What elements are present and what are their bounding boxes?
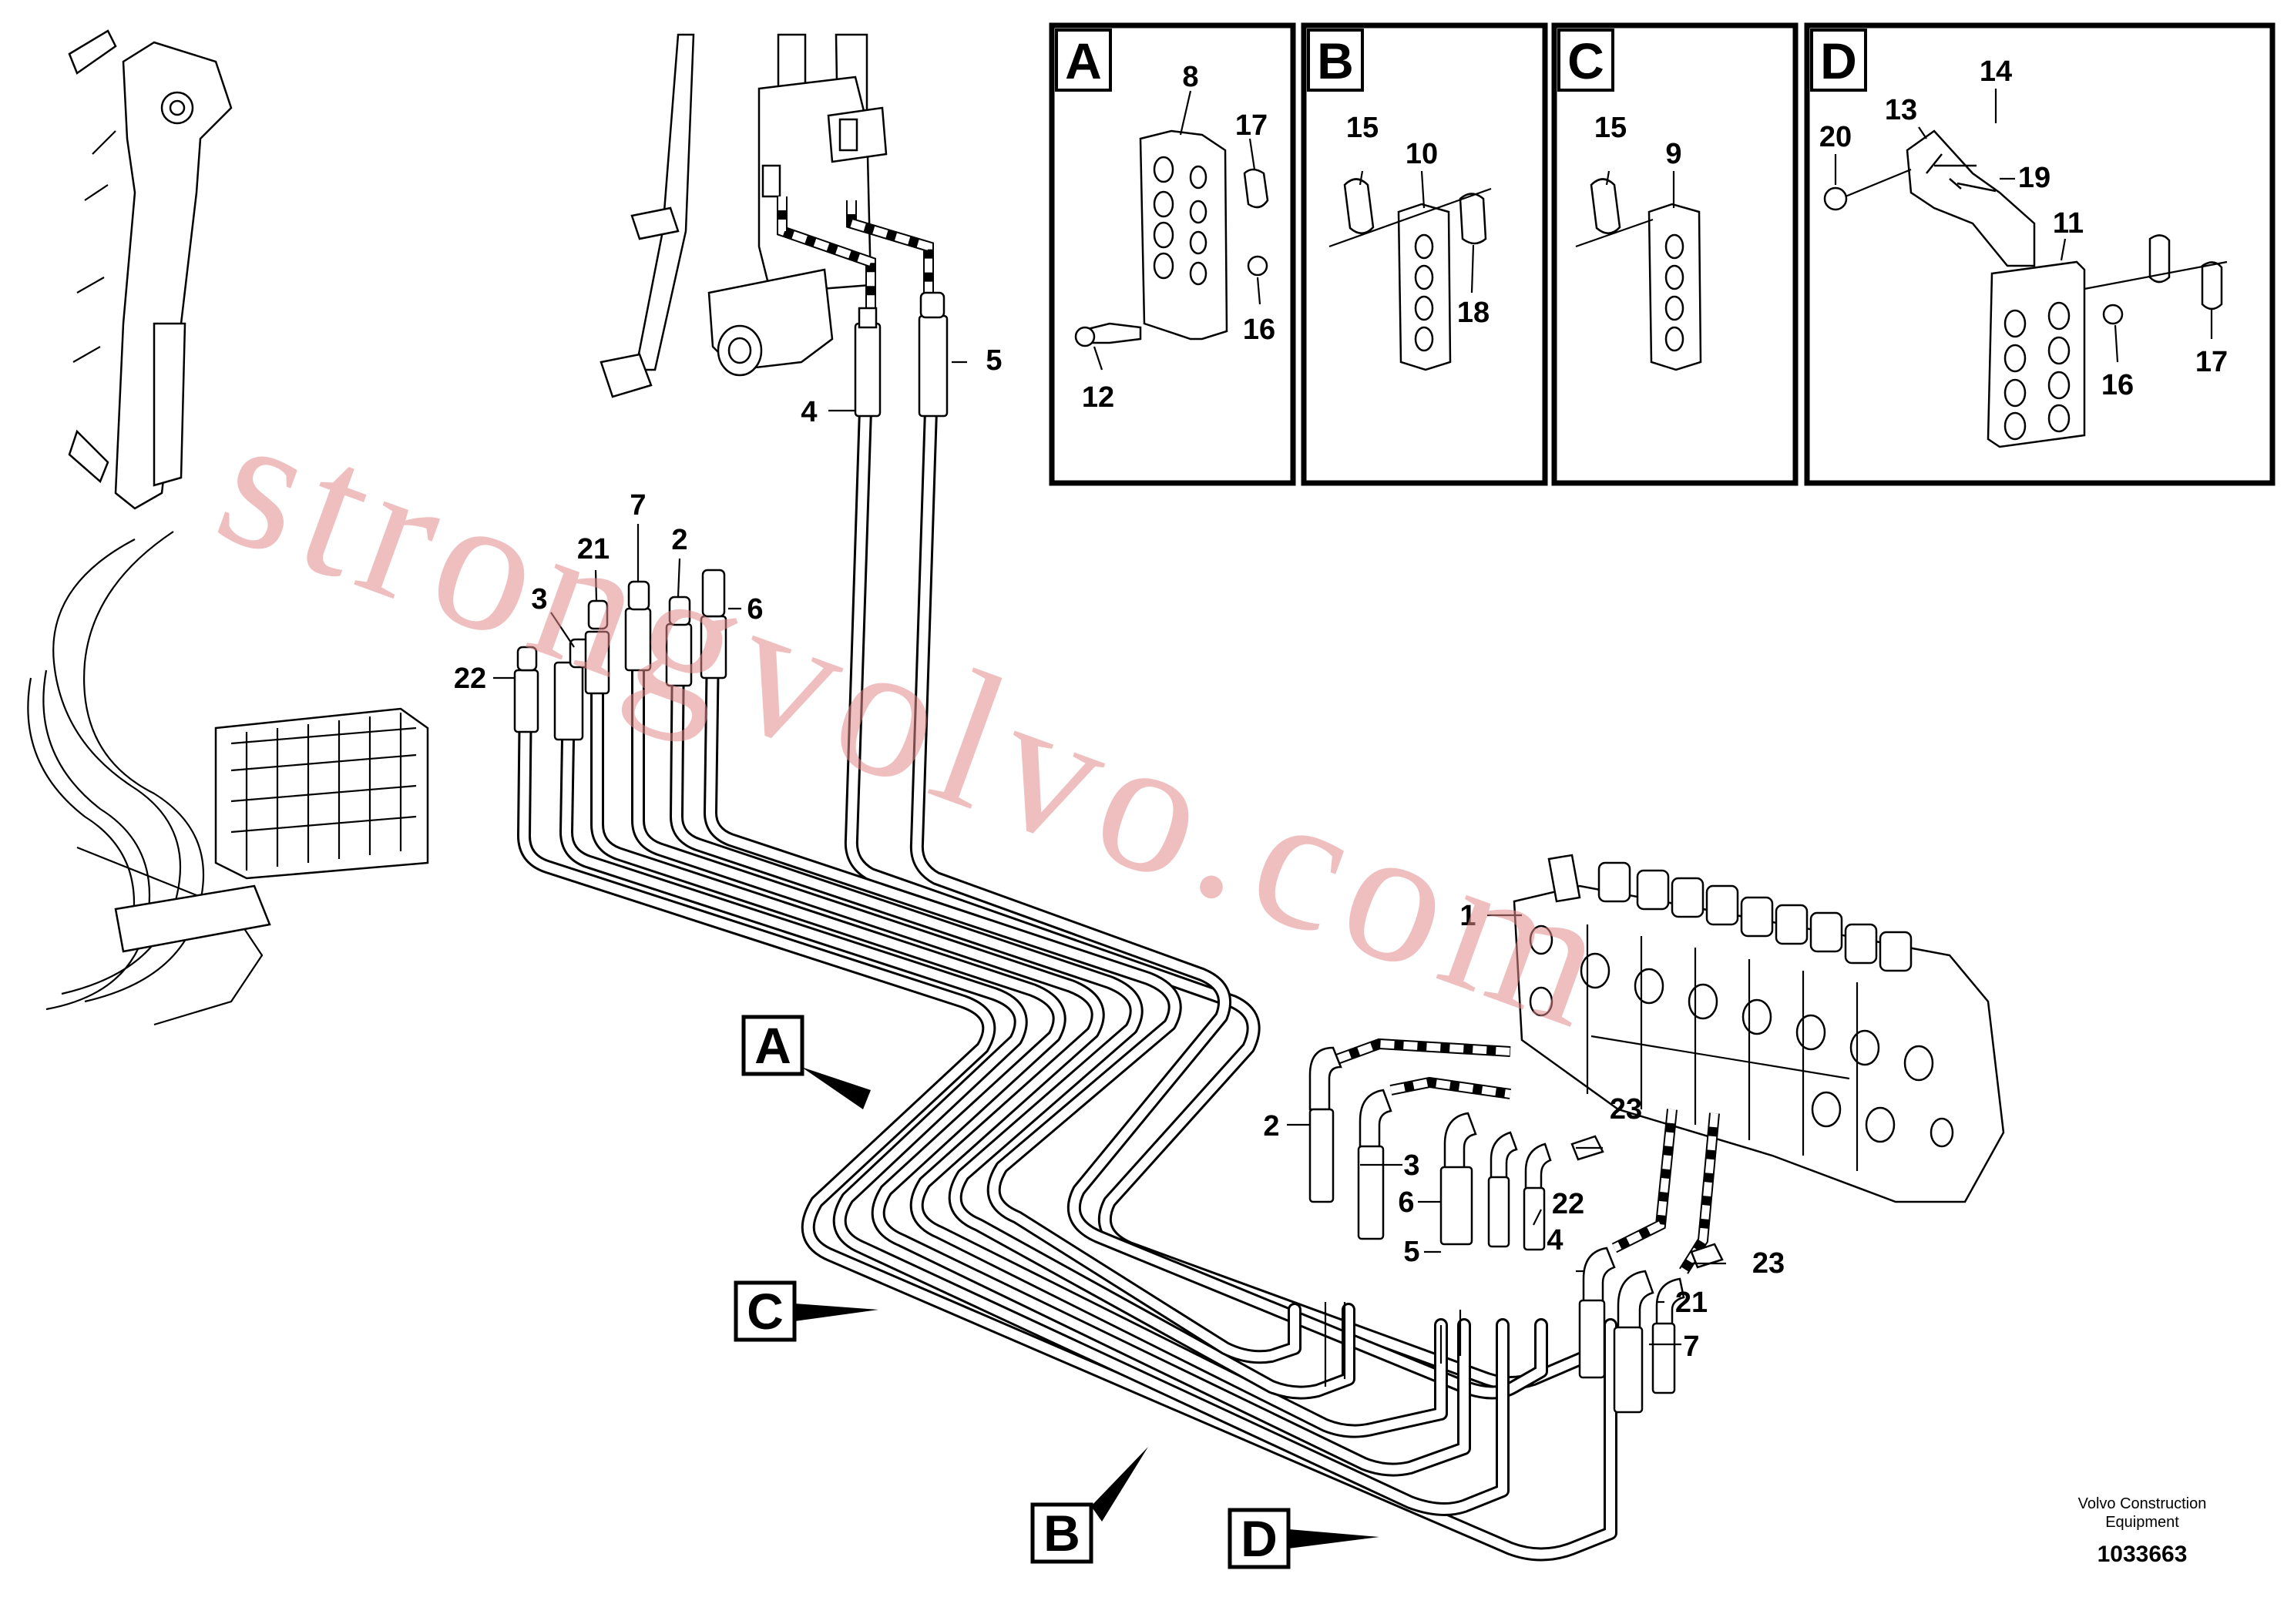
callout-2-top: 2 [671, 524, 687, 556]
panel-d-nut-20 [1823, 186, 1848, 211]
panel-b-letter: B [1317, 32, 1354, 89]
callout-6-top: 6 [747, 593, 763, 626]
panel-d-callout-16: 16 [2101, 369, 2134, 401]
callout-5-top: 5 [986, 344, 1002, 377]
panel-d-letter: D [1820, 32, 1857, 89]
top-cylinder-assembly [600, 33, 888, 398]
panel-a-callout-16: 16 [1243, 314, 1275, 346]
valve-dashed-lines [1335, 1038, 1720, 1274]
panel-b-clip-left [1343, 178, 1375, 234]
panel-b-callout-15: 15 [1346, 112, 1379, 144]
callout-5-valve: 5 [1403, 1236, 1419, 1268]
detail-panel-c: C 15 9 [1551, 22, 1799, 486]
panel-d-clip-a [2148, 234, 2171, 284]
callout-22-valve: 22 [1552, 1188, 1584, 1220]
panel-a-callout-8: 8 [1182, 61, 1198, 93]
footer-brand: Volvo Construction Equipment 1033663 [2078, 1495, 2207, 1567]
callout-numbers: 4 5 7 21 2 3 6 22 1 2 3 23 6 22 5 4 21 2… [454, 344, 1785, 1363]
panel-a-letter: A [1065, 32, 1102, 89]
callout-6-valve: 6 [1398, 1186, 1414, 1219]
callout-4-top: 4 [801, 396, 817, 428]
callout-leaders [493, 361, 1726, 1346]
callout-22-top: 22 [454, 663, 486, 695]
panel-d-callout-20: 20 [1819, 121, 1852, 153]
panel-a-clip [1243, 168, 1269, 209]
view-flag-a: A [741, 1015, 871, 1109]
panel-d-bolt-14 [1926, 153, 1977, 174]
footer-brand-line2: Equipment [2105, 1514, 2179, 1531]
panel-d-callout-17: 17 [2195, 346, 2228, 378]
panel-c-callout-15: 15 [1594, 112, 1627, 144]
detail-panel-b: B 15 10 18 [1301, 22, 1548, 486]
callout-2-valve: 2 [1263, 1110, 1279, 1143]
panel-c-clip [1590, 178, 1621, 234]
valve-fittings [1308, 1046, 1724, 1414]
panel-c-callout-9: 9 [1665, 138, 1681, 170]
panel-d-block [1987, 260, 2086, 448]
callout-3-valve: 3 [1403, 1149, 1419, 1182]
callout-7-top: 7 [630, 489, 646, 522]
callout-21-valve: 21 [1675, 1287, 1708, 1319]
panel-b-clip-right [1459, 193, 1487, 245]
callout-3-top: 3 [531, 583, 547, 616]
hose-bundle [517, 355, 1617, 1562]
top-hose-fittings [513, 291, 949, 741]
callout-23-b: 23 [1752, 1247, 1785, 1280]
view-flag-c-letter: C [747, 1283, 784, 1340]
panel-d-callout-11: 11 [2053, 207, 2084, 240]
panel-a-callout-17: 17 [1235, 109, 1268, 142]
panel-a-washer [1247, 255, 1268, 277]
footer-brand-line1: Volvo Construction [2078, 1495, 2207, 1512]
detail-panel-a: A 8 17 16 12 [1049, 22, 1296, 486]
view-flag-d-letter: D [1241, 1510, 1278, 1567]
view-flag-d: D [1228, 1508, 1379, 1569]
panel-d-callout-14: 14 [1980, 55, 2012, 88]
panel-a-block [1074, 129, 1228, 347]
callout-7-valve: 7 [1683, 1330, 1699, 1363]
panel-d-bolt-19 [1949, 178, 1997, 193]
panel-d-callout-13: 13 [1885, 94, 1917, 126]
panel-c-letter: C [1567, 32, 1604, 89]
view-flag-b-letter: B [1043, 1505, 1080, 1562]
left-boom-assembly [27, 29, 429, 1026]
view-flag-a-letter: A [754, 1017, 791, 1074]
footer-part-number: 1033663 [2098, 1542, 2188, 1567]
top-dashed-lines [777, 196, 934, 316]
panel-b-callout-18: 18 [1457, 297, 1490, 329]
panel-b-callout-10: 10 [1406, 138, 1438, 170]
callout-1: 1 [1459, 900, 1476, 932]
detail-panel-d: D 14 13 20 19 11 16 17 [1804, 22, 2276, 486]
panel-a-callout-12: 12 [1082, 381, 1114, 414]
panel-d-clip-b [2201, 261, 2223, 310]
panel-d-washer-16 [2102, 304, 2124, 325]
view-flag-b: B [1030, 1447, 1148, 1564]
callout-21-top: 21 [577, 533, 610, 565]
view-flag-c: C [734, 1280, 878, 1342]
callout-4-valve: 4 [1547, 1224, 1563, 1257]
callout-23-a: 23 [1610, 1093, 1642, 1126]
panel-d-callout-19: 19 [2018, 162, 2050, 194]
main-control-valve [1513, 854, 2005, 1203]
